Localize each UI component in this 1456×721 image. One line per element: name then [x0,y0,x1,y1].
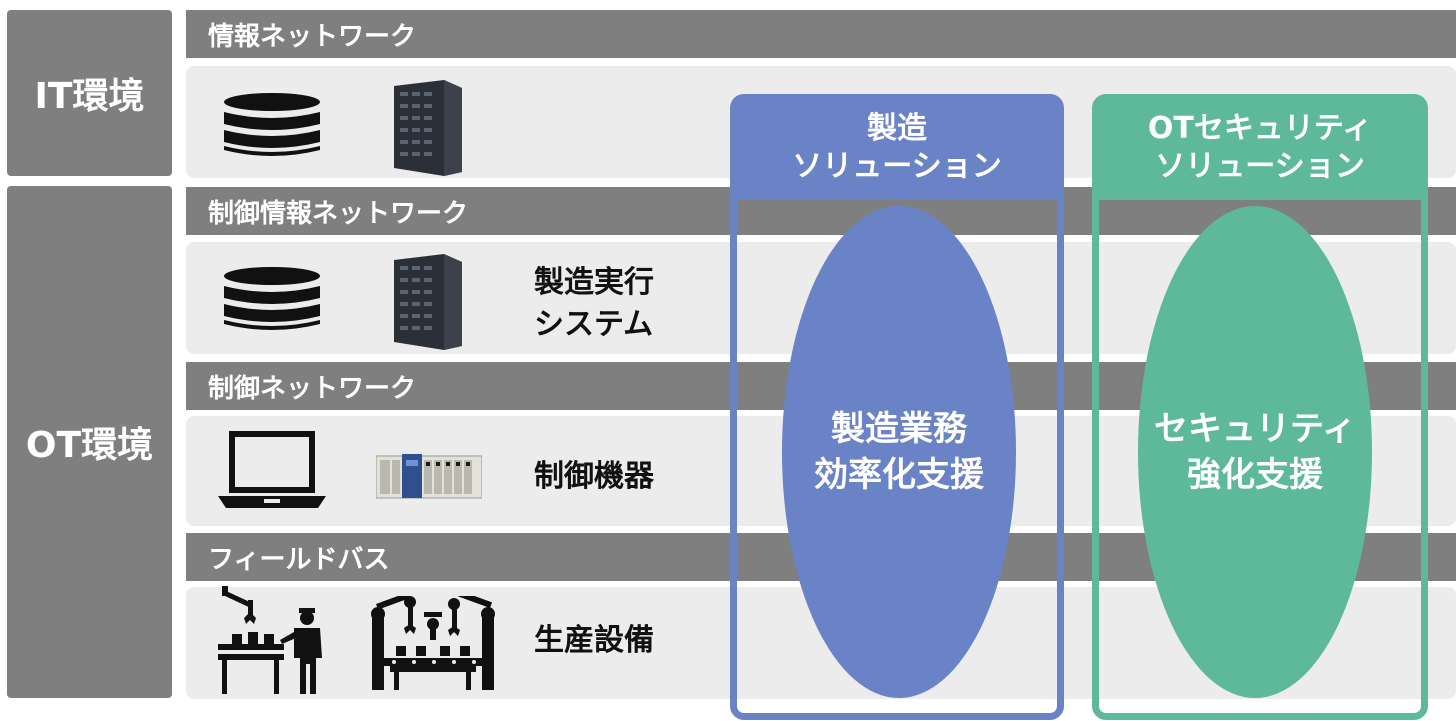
ot-environment-text: OT環境 [25,425,154,466]
manufacturing-support-line1: 製造業務 [831,409,967,449]
server-icon [394,254,462,350]
plc-icon [376,454,482,499]
security-support-oval: セキュリティ 強化支援 [1138,206,1372,698]
manufacturing-solution-title-line1: 製造 [867,111,927,146]
database-icon [224,93,320,156]
database-icon [224,267,320,330]
laptop-icon [218,431,326,508]
it-environment-text: IT環境 [34,76,145,117]
ot-environment-label: OT環境 [7,186,172,698]
manufacturing-solution-panel: 製造 ソリューション [730,94,1064,720]
ot-security-solution-panel: OTセキュリティ ソリューション [1092,94,1428,720]
robot-arms-icon [371,596,495,690]
ot-security-solution-title-line1: OTセキュリティ [1147,111,1373,146]
security-support-line1: セキュリティ [1154,409,1356,449]
mes-label: 製造実行 システム [534,262,654,346]
mes-label-line1: 製造実行 [534,265,654,300]
info-network-bar: 情報ネットワーク [186,10,1456,58]
factory-worker-icon [218,586,322,694]
ot-security-solution-header: OTセキュリティ ソリューション [1098,100,1422,200]
fieldbus-label: フィールドバス [208,544,390,575]
manufacturing-solution-header: 製造 ソリューション [736,100,1058,200]
it-environment-label: IT環境 [7,10,172,176]
manufacturing-support-line2: 効率化支援 [814,455,984,495]
control-info-network-label: 制御情報ネットワーク [208,198,469,229]
production-label: 生産設備 [534,623,654,658]
manufacturing-support-oval: 製造業務 効率化支援 [782,206,1016,698]
control-network-label: 制御ネットワーク [208,373,417,404]
manufacturing-solution-title-line2: ソリューション [792,149,1002,184]
security-support-line2: 強化支援 [1187,455,1323,495]
mes-label-line2: システム [534,307,654,342]
server-icon [394,80,462,176]
control-devices-label: 制御機器 [534,459,654,494]
info-network-label: 情報ネットワーク [208,21,417,52]
ot-security-solution-title-line2: ソリューション [1155,149,1365,184]
